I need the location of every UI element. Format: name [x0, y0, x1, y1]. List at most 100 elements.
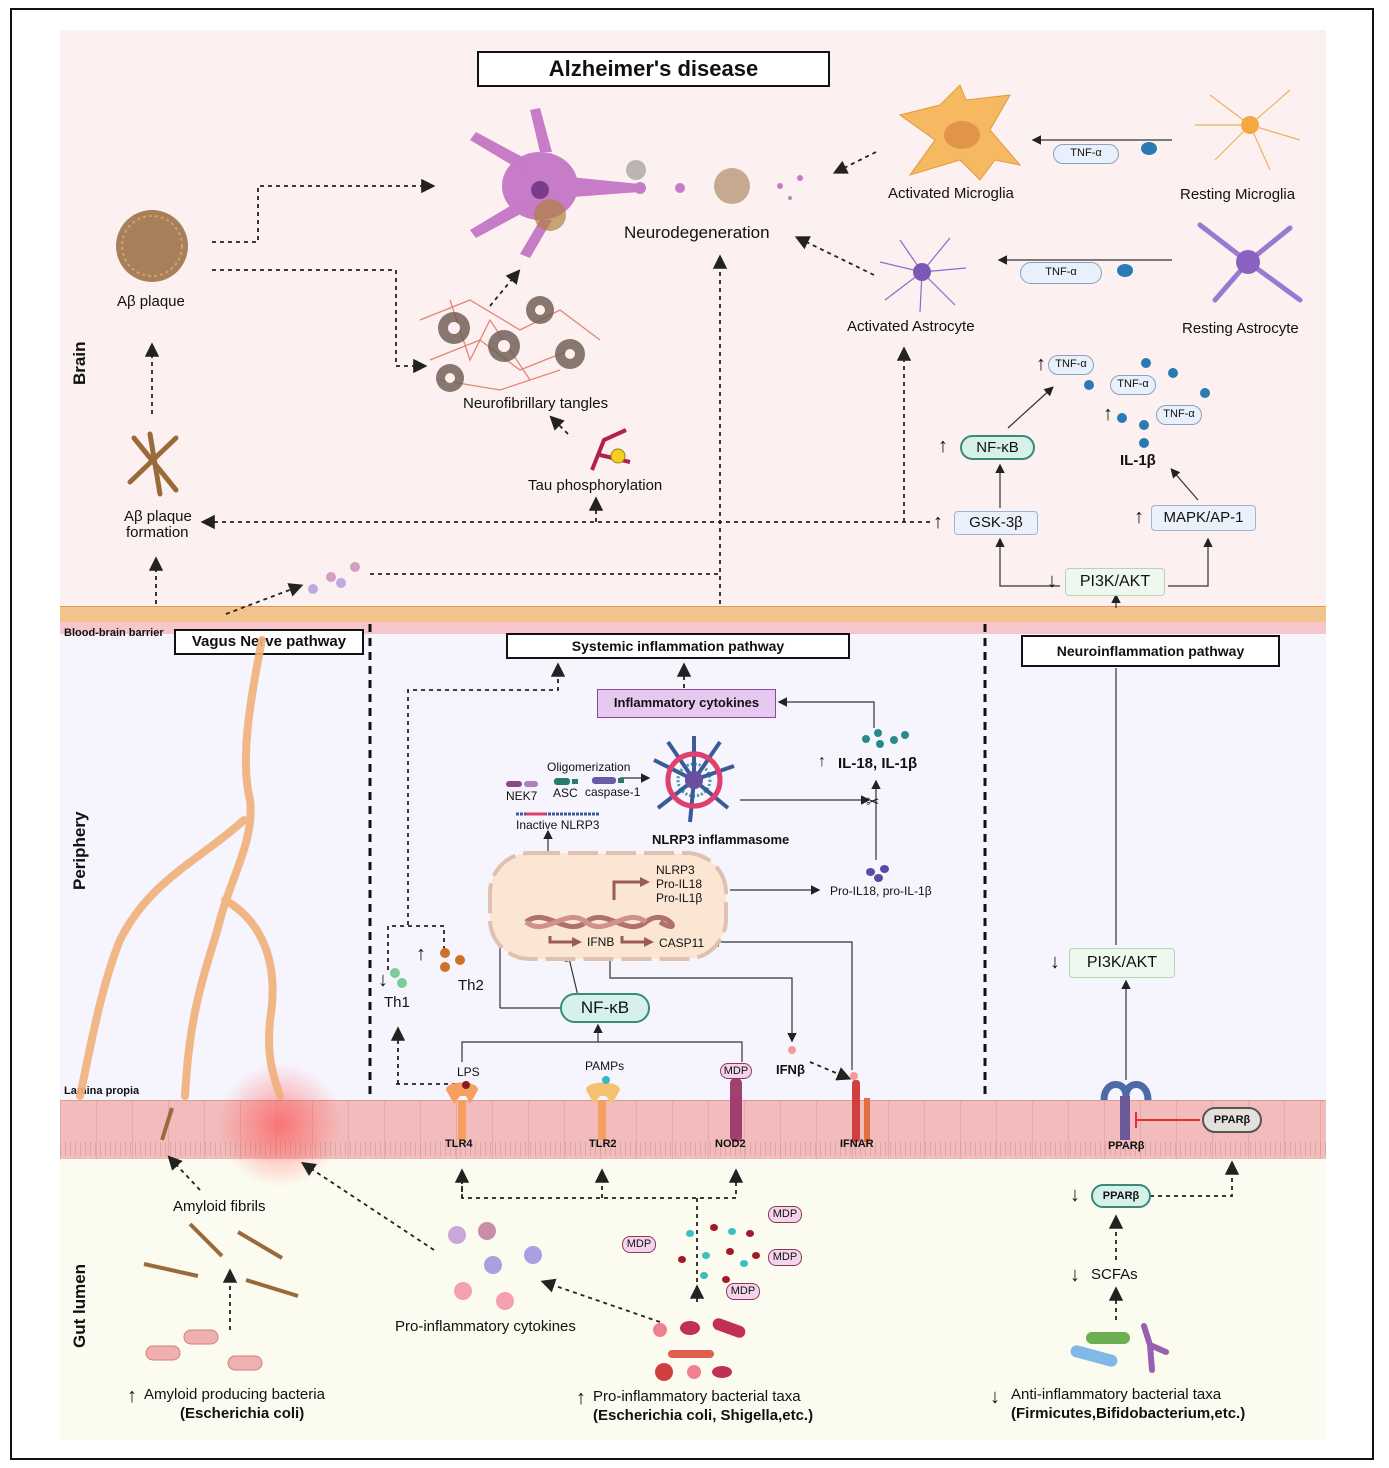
resting-microglia-label: Resting Microglia — [1180, 186, 1296, 203]
il1b-label: IL-1β — [1120, 452, 1156, 469]
il18-dot — [862, 735, 870, 743]
tlr2-label: TLR2 — [589, 1138, 617, 1150]
cytokine-dot — [1117, 413, 1127, 423]
neurodegeneration-label: Neurodegeneration — [624, 223, 770, 242]
figure-frame — [10, 8, 1374, 1460]
page-title: Alzheimer's disease — [477, 51, 830, 87]
amyloid-bacteria-species: (Escherichia coli) — [180, 1405, 305, 1422]
pamp-dot — [702, 1252, 710, 1259]
up-arrow-icon: ↑ — [576, 1387, 586, 1409]
mdp-badge-nod2: MDP — [720, 1063, 752, 1079]
mdp-badge: MDP — [768, 1249, 802, 1266]
systemic-pathway-title: Systemic inflammation pathway — [506, 633, 850, 659]
cytokine-dot — [1141, 142, 1157, 155]
inactive-nlrp3-label: Inactive NLRP3 — [516, 818, 600, 832]
activated-astrocyte-label: Activated Astrocyte — [847, 318, 975, 335]
ab-plaque-label: Aβ plaque — [117, 293, 185, 310]
pro-cytokine-dot — [880, 865, 889, 873]
down-arrow-icon: ↓ — [1070, 1264, 1080, 1286]
activated-microglia-label: Activated Microglia — [888, 185, 1014, 202]
nfkb-box-periphery: NF-κB — [560, 993, 650, 1023]
cytokine-cell — [524, 1246, 542, 1264]
up-arrow-icon: ↑ — [127, 1385, 137, 1407]
cytokine-cell — [448, 1226, 466, 1244]
th1-label: Th1 — [384, 994, 410, 1011]
cytokine-dot — [1084, 380, 1094, 390]
ppar-receptor-label: PPARβ — [1108, 1140, 1145, 1152]
amyloid-fibrils-label: Amyloid fibrils — [173, 1198, 266, 1215]
nlrp3-gene-label: NLRP3 — [656, 863, 695, 877]
pamp-dot — [710, 1224, 718, 1231]
up-arrow-icon: ↑ — [938, 435, 948, 457]
up-arrow-icon: ↑ — [416, 943, 426, 965]
down-arrow-icon: ↓ — [990, 1386, 1000, 1408]
pamp-dot — [726, 1248, 734, 1255]
pamp-dot — [678, 1256, 686, 1263]
pamp-dot — [686, 1230, 694, 1237]
tnf-pill: TNF-α — [1156, 405, 1202, 425]
microvilli — [60, 1142, 1326, 1156]
pro-il18-gene-label: Pro-IL18 — [656, 877, 703, 891]
vagus-pathway-title: Vagus Nerve pathway — [174, 629, 364, 655]
anti-inflammatory-taxa-label: Anti-inflammatory bacterial taxa — [1011, 1386, 1222, 1403]
caspase1-label: caspase-1 — [585, 785, 641, 799]
il18-dot — [874, 729, 882, 737]
th2-cell — [455, 955, 465, 965]
pro-inflammatory-taxa-species: (Escherichia coli, Shigella,etc.) — [593, 1407, 814, 1424]
down-arrow-icon: ↓ — [1050, 951, 1060, 973]
tnf-pill: TNF-α — [1110, 375, 1156, 395]
pro-inflammatory-cytokines-label: Pro-inflammatory cytokines — [395, 1318, 576, 1335]
cytokine-dot — [1168, 368, 1178, 378]
lps-label: LPS — [457, 1065, 480, 1079]
pamp-dot — [722, 1276, 730, 1283]
pamp-dot — [700, 1272, 708, 1279]
nek7-label: NEK7 — [506, 789, 538, 803]
down-arrow-icon: ↓ — [378, 969, 388, 991]
bbb-shadow — [60, 622, 1326, 634]
inflammation-glow — [220, 1060, 340, 1190]
oligomerization-label: Oligomerization — [547, 760, 631, 774]
ifnar-label: IFNAR — [840, 1138, 874, 1150]
tau-phosphorylation-label: Tau phosphorylation — [528, 477, 663, 494]
scfas-label: SCFAs — [1091, 1266, 1138, 1283]
pro-il1b-gene-label: Pro-IL1β — [656, 891, 703, 905]
up-arrow-icon: ↑ — [1036, 353, 1046, 375]
nfkb-box-brain: NF-κB — [960, 435, 1035, 460]
pamps-label: PAMPs — [585, 1059, 625, 1073]
ab-formation-label-line2: formation — [126, 524, 189, 541]
th2-label: Th2 — [458, 977, 484, 994]
mdp-badge: MDP — [726, 1283, 760, 1300]
pro-inflammatory-taxa-label: Pro-inflammatory bacterial taxa — [593, 1388, 801, 1405]
th1-cell — [390, 968, 400, 978]
ifnb-label: IFNβ — [776, 1062, 805, 1077]
immune-cell — [336, 578, 346, 588]
tnf-pill-astrocyte: TNF-α — [1020, 262, 1102, 284]
inflammatory-cytokines-box: Inflammatory cytokines — [597, 689, 776, 718]
up-arrow-icon: ↑ — [1134, 506, 1144, 528]
neuroinflammation-pathway-title: Neuroinflammation pathway — [1021, 635, 1280, 667]
cytokine-cell — [478, 1222, 496, 1240]
ifnb-gene-label: IFNB — [587, 935, 615, 949]
pamp-dot — [728, 1228, 736, 1235]
immune-cell — [326, 572, 336, 582]
pro-il18-il1b-label: Pro-IL18, pro-IL-1β — [830, 884, 932, 898]
down-arrow-icon: ↓ — [1070, 1184, 1080, 1206]
cytokine-dot — [1139, 420, 1149, 430]
nod2-label: NOD2 — [715, 1138, 746, 1150]
gsk3b-box: GSK-3β — [954, 511, 1038, 535]
pi3k-akt-box-periphery: PI3K/AKT — [1069, 948, 1175, 978]
th2-cell — [440, 948, 450, 958]
th2-cell — [440, 962, 450, 972]
pamp-dot — [746, 1230, 754, 1237]
pro-cytokine-dot — [866, 868, 875, 876]
down-arrow-icon: ↓ — [1047, 570, 1057, 592]
neurofibrillary-tangles-label: Neurofibrillary tangles — [463, 395, 609, 412]
cytokine-dot — [1141, 358, 1151, 368]
pi3k-akt-box-brain: PI3K/AKT — [1065, 568, 1165, 596]
il18-dot — [901, 731, 909, 739]
nlrp3-inflammasome-label: NLRP3 inflammasome — [652, 832, 790, 847]
mapk-ap1-box: MAPK/AP-1 — [1151, 505, 1256, 531]
cytokine-cell — [484, 1256, 502, 1274]
ppar-box-gut: PPARβ — [1091, 1184, 1151, 1208]
